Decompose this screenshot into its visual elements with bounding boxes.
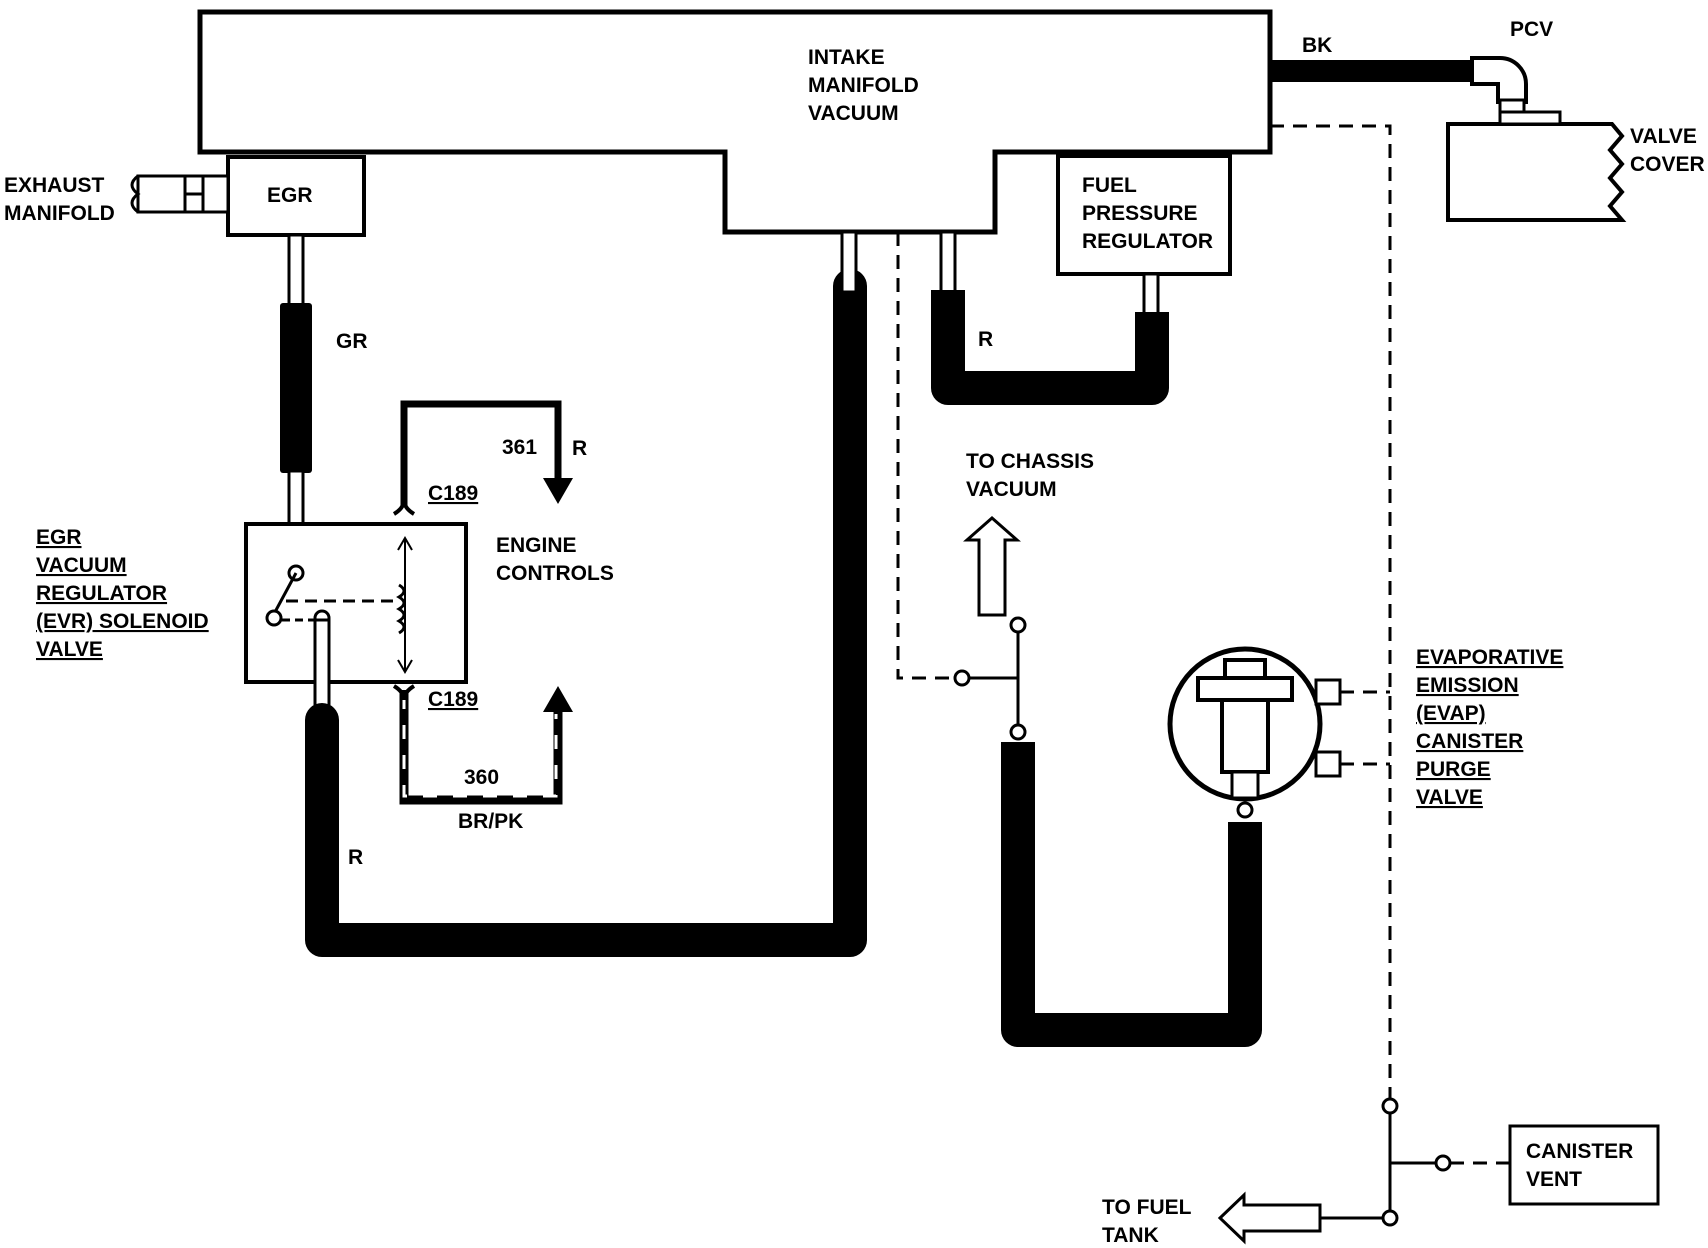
connector-c189-bottom: C189 (428, 688, 478, 711)
engine-controls-label-2: CONTROLS (496, 562, 614, 585)
evap-label-3: (EVAP) (1416, 702, 1486, 725)
exhaust-manifold-pipe (130, 174, 230, 214)
fuel-pressure-regulator (1056, 154, 1232, 276)
fpr-hose-r (931, 230, 1169, 405)
to-chassis-vacuum-arrow (963, 516, 1027, 741)
fuel-tank-label-2: TANK (1102, 1224, 1159, 1247)
exhaust-manifold-label-2: MANIFOLD (4, 202, 115, 225)
evr-label-5: VALVE (36, 638, 103, 661)
canister-vent-label-1: CANISTER (1526, 1140, 1633, 1163)
fuel-tank-label-1: TO FUEL (1102, 1196, 1192, 1219)
circuit-361-color: R (572, 437, 587, 460)
evap-label-4: CANISTER (1416, 730, 1523, 753)
evr-solenoid-valve (244, 522, 468, 684)
intake-manifold-label-3: VACUUM (808, 102, 899, 125)
pcv-label: PCV (1510, 18, 1553, 41)
valve-cover (1446, 110, 1627, 222)
evr-label-2: VACUUM (36, 554, 127, 577)
purge-hose (1001, 742, 1262, 1047)
pcv-valve (1470, 56, 1528, 116)
evap-vapor-line (1270, 124, 1392, 1100)
fpr-label-2: PRESSURE (1082, 202, 1198, 225)
circuit-360-number: 360 (464, 766, 499, 789)
circuit-360-color: BR/PK (458, 810, 523, 833)
evap-label-6: VALVE (1416, 786, 1483, 809)
fpr-hose-color-label: R (978, 328, 993, 351)
evap-label-2: EMISSION (1416, 674, 1519, 697)
evr-label-3: REGULATOR (36, 582, 167, 605)
canister-vent-label-2: VENT (1526, 1168, 1582, 1191)
to-fuel-tank-arrow (1217, 1191, 1383, 1245)
evr-label-4: (EVR) SOLENOID (36, 610, 209, 633)
evap-purge-valve (1167, 646, 1342, 819)
intake-manifold-label-1: INTAKE (808, 46, 885, 69)
egr-label: EGR (267, 184, 313, 207)
evap-label-5: PURGE (1416, 758, 1491, 781)
evap-label-1: EVAPORATIVE (1416, 646, 1563, 669)
circuit-361-number: 361 (502, 436, 537, 459)
fpr-label-3: REGULATOR (1082, 230, 1213, 253)
pcv-hose-color-label: BK (1302, 34, 1332, 57)
exhaust-manifold-label-1: EXHAUST (4, 174, 105, 197)
circuit-360 (392, 684, 573, 805)
intake-manifold-label-2: MANIFOLD (808, 74, 919, 97)
valve-cover-label-1: VALVE (1630, 125, 1697, 148)
evr-hose-color-label: R (348, 846, 363, 869)
egr-hose-gr (280, 233, 312, 561)
connector-c189-top: C189 (428, 482, 478, 505)
pcv-hose (1270, 60, 1472, 82)
chassis-vacuum-label-2: VACUUM (966, 478, 1057, 501)
canister-vent (1390, 1124, 1660, 1206)
evr-label-1: EGR (36, 526, 82, 549)
fpr-label-1: FUEL (1082, 174, 1137, 197)
purge-vacuum-line (896, 232, 956, 680)
circuit-361 (392, 400, 573, 516)
chassis-vacuum-label-1: TO CHASSIS (966, 450, 1094, 473)
egr-hose-color-label: GR (336, 330, 368, 353)
engine-controls-label-1: ENGINE (496, 534, 577, 557)
intake-manifold (197, 9, 1273, 235)
evr-hose-r (305, 230, 867, 957)
valve-cover-label-2: COVER (1630, 153, 1705, 176)
